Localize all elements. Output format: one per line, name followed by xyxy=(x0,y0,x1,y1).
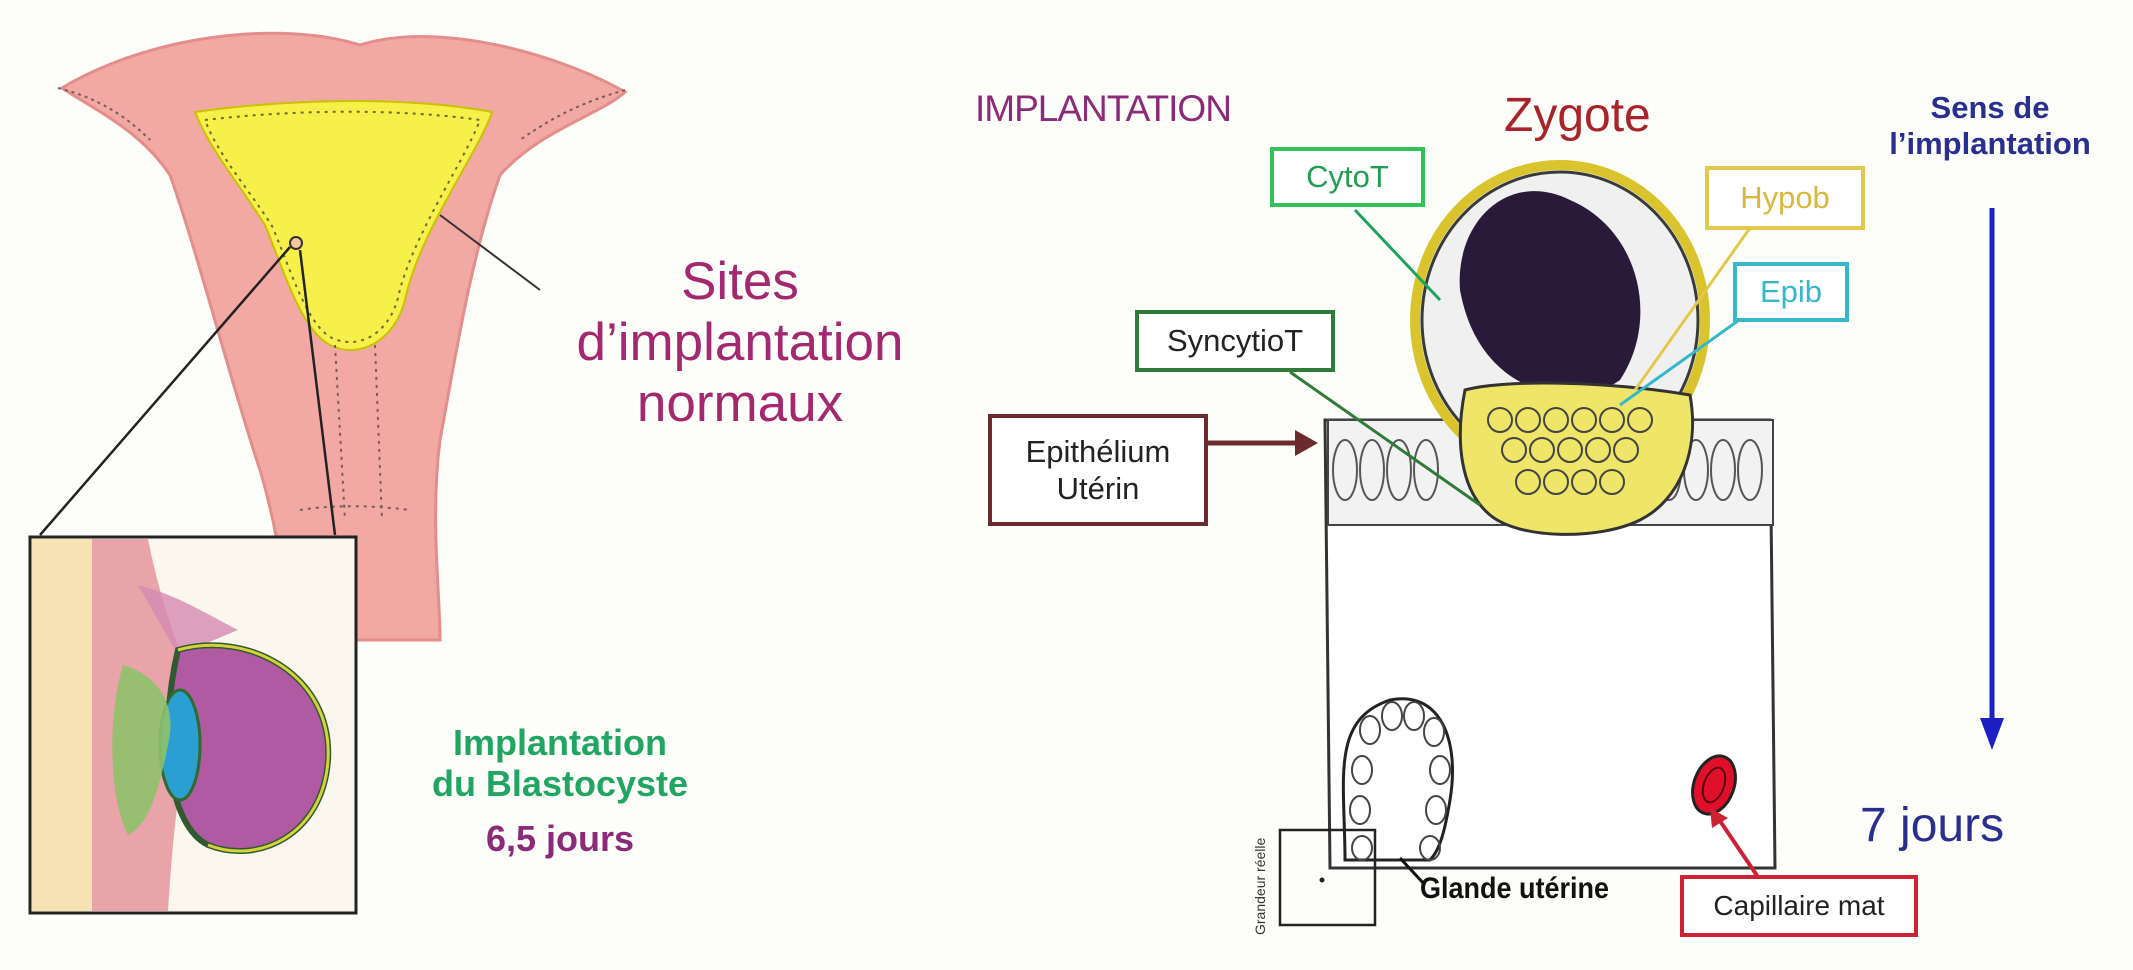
label-epib: Epib xyxy=(1733,262,1849,322)
implantation-caption: Implantation du Blastocyste xyxy=(395,722,725,805)
epithelium-arrowhead xyxy=(1295,430,1318,456)
implantation-site-marker xyxy=(289,236,303,250)
label-epithelium: Epithélium Utérin xyxy=(988,414,1208,526)
sites-title-line-2: d’implantation xyxy=(576,312,904,372)
uterine-cavity xyxy=(193,100,494,351)
gland-cells xyxy=(1349,701,1451,861)
label-grandeur: Grandeur réelle xyxy=(1252,837,1268,935)
epib-connector xyxy=(1619,316,1743,407)
label-hypob: Hypob xyxy=(1705,166,1865,230)
trophoblast-cells xyxy=(1487,407,1653,495)
direction-arrowhead xyxy=(1980,718,2004,750)
syncytiotrophoblast xyxy=(112,665,171,835)
zygote-title: Zygote xyxy=(1504,89,1651,142)
label-cytot: CytoT xyxy=(1270,147,1425,207)
cavity-dotted-outline xyxy=(203,110,482,343)
scale-dot xyxy=(1319,877,1325,883)
capillaire-connector xyxy=(1716,816,1762,882)
syncytiot-connector xyxy=(1289,370,1481,507)
cervical-canal xyxy=(299,344,411,521)
label-glande: Glande utérine xyxy=(1420,872,1610,905)
uterus-illustration xyxy=(39,31,628,642)
sites-title: Sites d’implantation normaux xyxy=(545,252,935,435)
direction-label-line-2: l’implantation xyxy=(1889,125,2091,161)
label-epithelium-line-1: Epithélium xyxy=(1025,433,1171,469)
blastocyst-dark-cavity xyxy=(1459,191,1641,395)
days-label: 7 jours xyxy=(1860,799,2005,852)
label-capillaire: Capillaire mat xyxy=(1680,875,1918,937)
sites-title-line-3: normaux xyxy=(636,373,844,433)
maternal-capillary xyxy=(1691,754,1737,816)
scale-box xyxy=(1278,828,1377,927)
capillaire-arrowhead xyxy=(1710,808,1728,828)
label-epithelium-line-2: Utérin xyxy=(1056,471,1140,506)
implantation-caption-line-1: Implantation xyxy=(453,722,667,763)
section-title: IMPLANTATION xyxy=(975,88,1232,129)
invading-trophoblast xyxy=(1458,381,1695,536)
zoom-line-right xyxy=(298,249,337,536)
cytot-connector xyxy=(1353,208,1442,302)
hypob-connector xyxy=(1633,227,1752,391)
blastocyst-inset xyxy=(28,535,358,915)
days-caption: 6,5 jours xyxy=(485,818,635,859)
sites-title-line-1: Sites xyxy=(681,252,799,311)
uterus-left-horn xyxy=(57,87,151,141)
implantation-caption-line-2: du Blastocyste xyxy=(431,763,689,805)
zoom-line-left xyxy=(39,246,291,536)
uterine-wall xyxy=(138,585,238,655)
trophoblast-layer xyxy=(177,643,330,853)
direction-label-line-1: Sens de xyxy=(1930,90,2050,125)
label-syncytiot: SyncytioT xyxy=(1135,310,1335,372)
direction-label: Sens de l’implantation xyxy=(1855,90,2125,161)
label-pointer-line xyxy=(439,214,541,291)
glande-connector xyxy=(1398,856,1427,887)
